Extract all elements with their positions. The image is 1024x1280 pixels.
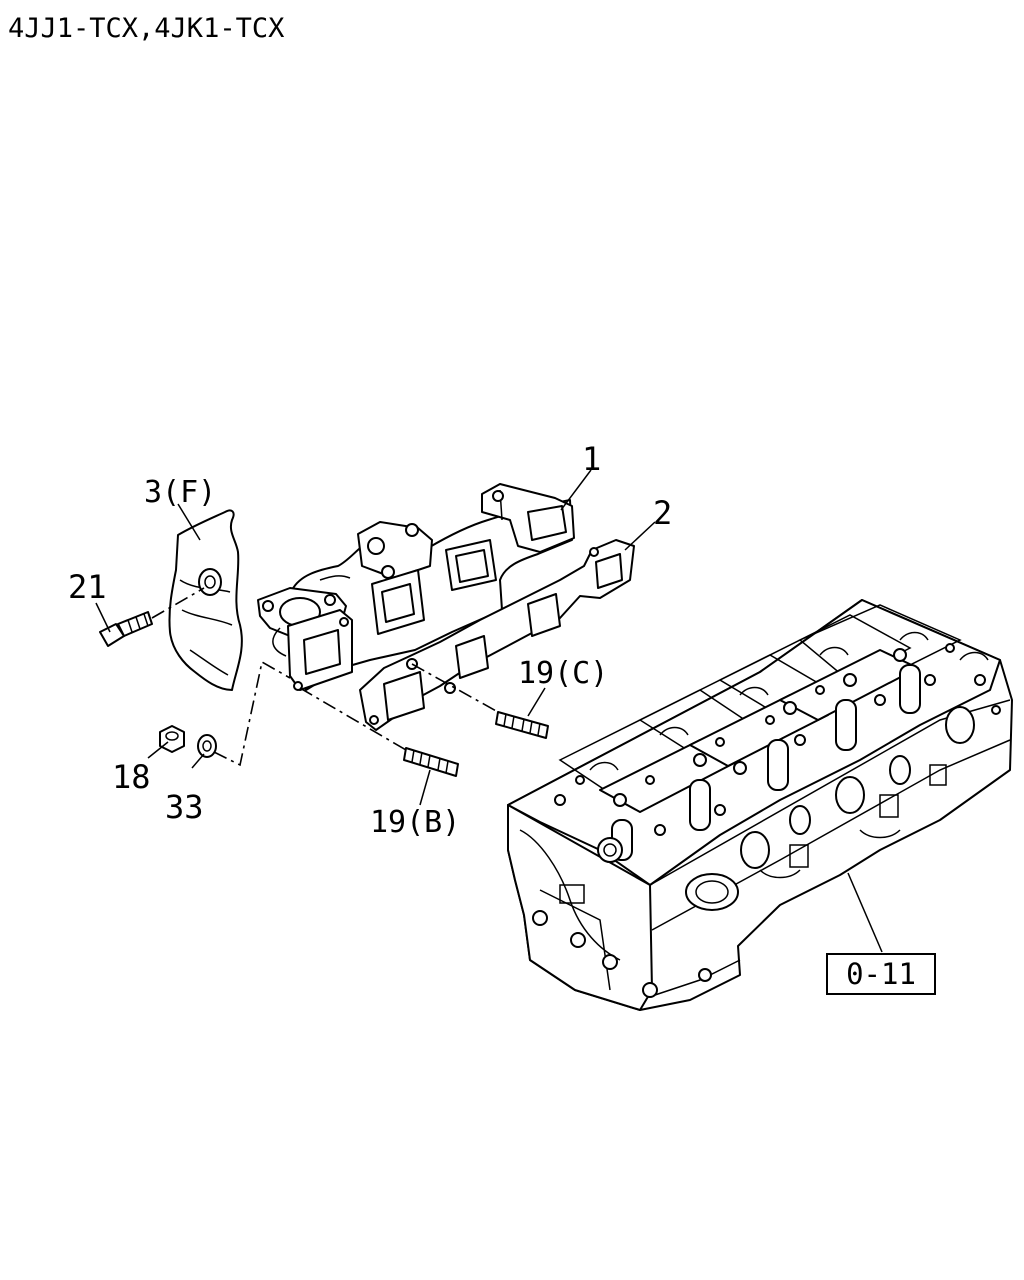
callout-3f: 3(F) (144, 475, 216, 510)
leader-33 (191, 753, 205, 769)
gasket-part[interactable] (359, 539, 635, 731)
callout-21: 21 (68, 568, 107, 606)
leader-1 (560, 469, 592, 511)
leader-19c (527, 687, 546, 717)
leader-21 (95, 602, 111, 633)
callout-1: 1 (582, 440, 601, 478)
stud-c-part[interactable] (495, 711, 549, 739)
leader-19b (419, 769, 431, 806)
exhaust-manifold-part[interactable] (257, 483, 575, 691)
nut-part[interactable] (159, 725, 185, 753)
reference-label: 0-11 (846, 957, 916, 991)
leader-2 (624, 521, 656, 551)
bolt-part[interactable] (99, 587, 205, 647)
page-title: 4JJ1-TCX,4JK1-TCX (8, 13, 284, 44)
callout-19b: 19(B) (370, 805, 460, 840)
callout-33: 33 (165, 788, 204, 826)
stud-b-assembly-line (299, 687, 407, 751)
reference-leader-line (847, 872, 883, 953)
heat-shield-part[interactable] (168, 509, 243, 691)
cylinder-head-part[interactable] (507, 599, 1013, 1011)
nut-assembly-line (213, 660, 291, 767)
leader-18 (147, 741, 169, 759)
leader-3 (177, 503, 201, 541)
callout-2: 2 (653, 494, 672, 532)
washer-part[interactable] (197, 734, 217, 758)
callout-19c: 19(C) (518, 656, 608, 691)
reference-box[interactable]: 0-11 (826, 953, 936, 995)
callout-18: 18 (112, 758, 151, 796)
stud-b-part[interactable] (403, 747, 459, 777)
stud-c-assembly-line (411, 663, 499, 713)
